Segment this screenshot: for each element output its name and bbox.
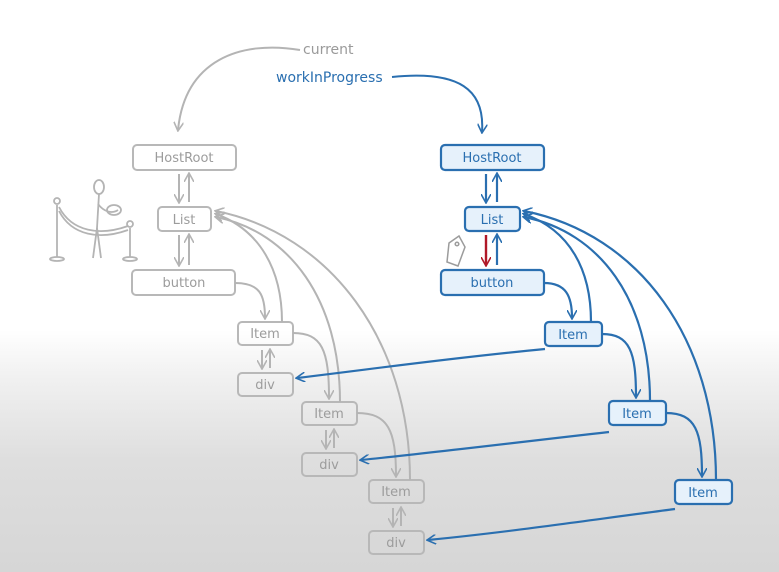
current-tree: HostRoot List button Item div Item div I… [131,144,425,555]
wip-hostroot-box [439,143,546,172]
wip-list-box [463,205,522,233]
current-item3-box [368,479,425,504]
wip-item1-label: Item [558,328,588,343]
current-list-box [157,206,212,232]
current-div1-box [237,372,294,397]
wip-tree: HostRoot List button Item Item Item [297,143,734,540]
current-list-label: List [173,213,196,228]
wip-hostroot-label: HostRoot [462,151,521,166]
current-div3-label: div [386,536,406,551]
wip-item3-label: Item [688,486,718,501]
wip-button-label: button [471,276,514,291]
work-in-progress-label: workInProgress [276,70,383,86]
current-div2-label: div [319,458,339,473]
wip-item2-label: Item [622,407,652,422]
wip-list-label: List [481,213,504,228]
current-item1-label: Item [250,327,280,342]
current-hostroot-label: HostRoot [154,151,213,166]
current-pointer-arrow [178,46,301,130]
current-item3-label: Item [381,485,411,500]
current-div1-label: div [255,378,275,393]
tag-icon [446,234,466,267]
stick-figure-barrier-icon [49,179,138,262]
current-div2-box [301,452,358,477]
current-button-label: button [163,276,206,291]
wip-pointer-arrow [391,74,482,132]
current-label: current [303,42,354,58]
current-item2-label: Item [314,407,344,422]
current-div3-box [368,530,425,555]
current-hostroot-box [132,144,237,171]
wip-item3-box [673,478,734,506]
